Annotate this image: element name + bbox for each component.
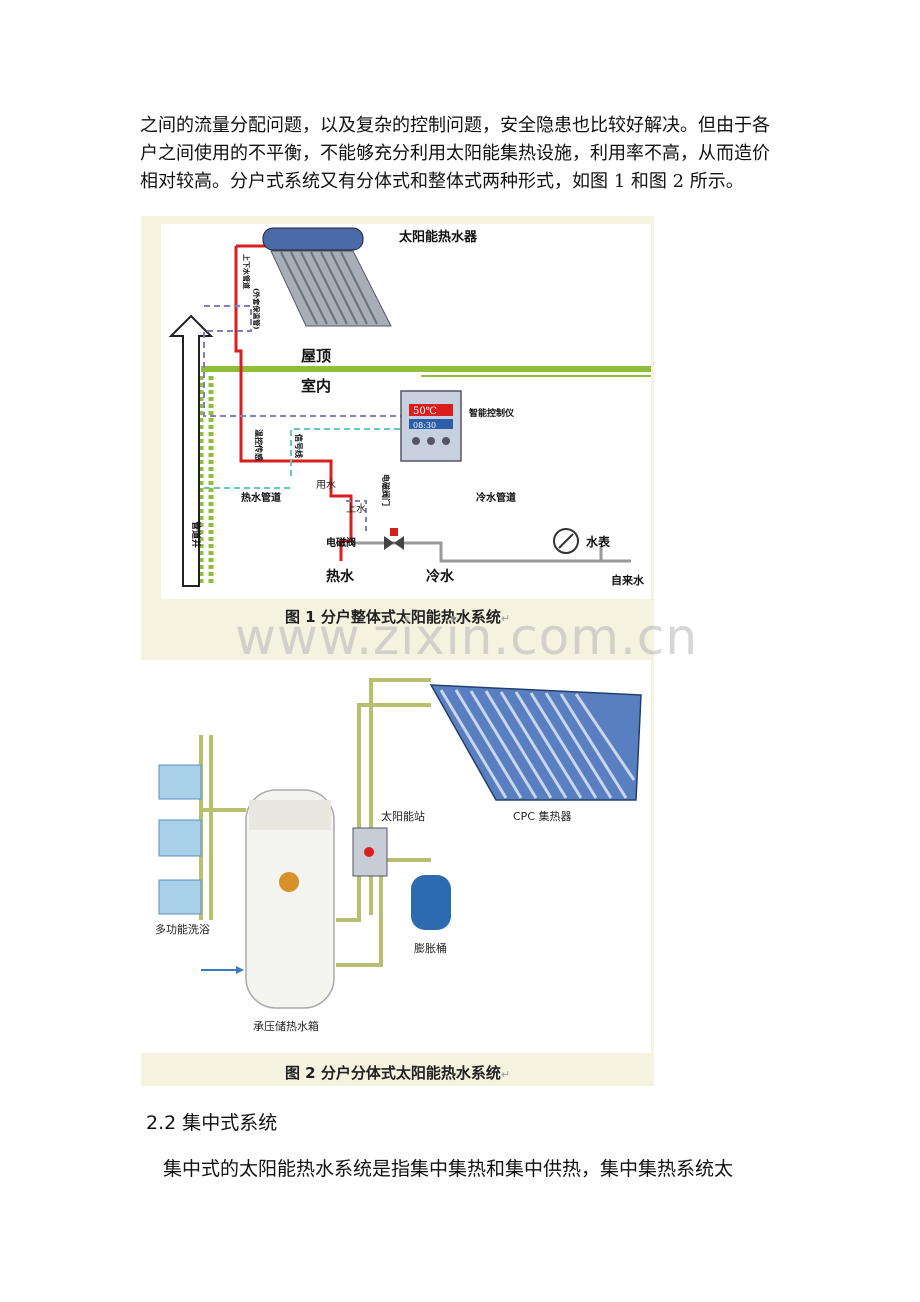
figure-2-caption-text: 图 2 分户分体式太阳能热水系统 [284,1064,501,1082]
label-cold-pipe: 冷水管道 [476,491,516,504]
label-indoor: 室内 [301,377,331,395]
figure-1-caption-mark: ↵ [500,612,511,625]
label-controller: 智能控制仪 [469,407,515,419]
figure-1-caption-text: 图 1 分户整体式太阳能热水系统 [284,608,501,626]
label-sensor: 温控传感 [254,429,264,461]
label-cold-water: 冷水 [426,568,455,585]
label-hot-water: 热水 [326,568,355,585]
section-heading: 2.2 集中式系统 [146,1112,278,1134]
label-water-meter: 水表 [586,534,611,549]
label-expansion-tank: 膨胀桶 [414,941,447,955]
label-heater: 太阳能热水器 [398,229,478,245]
intro-paragraph: 之间的流量分配问题，以及复杂的控制问题，安全隐患也比较好解决。但由于各 户之间使… [140,112,785,196]
intro-line-2: 户之间使用的不平衡，不能够充分利用太阳能集热设施，利用率不高，从而造价 [140,143,770,164]
figure-1-caption: 图 1 分户整体式太阳能热水系统↵ [141,606,654,627]
label-fill-water: 上水 [346,503,366,515]
figure-2-caption: 图 2 分户分体式太阳能热水系统↵ [141,1062,654,1083]
label-collector: CPC 集热器 [513,809,572,823]
label-multi-bath: 多功能洗浴 [155,922,210,936]
label-hot-pipe: 热水管道 [241,491,281,504]
label-pipe-note: (外套保温管) [252,288,261,330]
label-solar-station: 太阳能站 [381,809,425,823]
label-roof: 屋顶 [301,347,331,365]
figure-2-diagram: 太阳能站 CPC 集热器 多功能洗浴 膨胀桶 承压储热水箱 [141,660,651,1053]
label-use-water: 用水 [316,479,336,491]
controller-level-readout: 08:30 [413,421,436,430]
label-pipe-vertical: 上下水管道 [242,254,251,289]
label-storage-tank: 承压储热水箱 [253,1019,319,1033]
label-signal: 信号线 [294,434,304,458]
figure-1: 50℃ 08:30 太阳能热水器 屋顶 室内 电磁阀 热水管道 冷水管道 用水 … [141,216,654,660]
figure-1-diagram: 50℃ 08:30 太阳能热水器 屋顶 室内 电磁阀 热水管道 冷水管道 用水 … [161,224,651,599]
intro-line-1: 之间的流量分配问题，以及复杂的控制问题，安全隐患也比较好解决。但由于各 [140,115,770,136]
section-paragraph: 集中式的太阳能热水系统是指集中集热和集中供热，集中集热系统太 [163,1158,734,1180]
label-tap-water: 自来水 [611,573,645,587]
watermark: www.zixin.com.cn [235,608,699,666]
label-shaft: 管道井 [190,521,202,548]
intro-line-3: 相对较高。分户式系统又有分体式和整体式两种形式，如图 1 和图 2 所示。 [140,171,744,192]
figure-2-caption-mark: ↵ [500,1068,511,1081]
label-solenoid-valve: 电磁阀 [326,536,356,549]
figure-2: 太阳能站 CPC 集热器 多功能洗浴 膨胀桶 承压储热水箱 图 2 分户分体式太… [141,660,654,1086]
controller-temp-readout: 50℃ [413,406,437,417]
label-solenoid-valve-v: 电磁阀门 [381,474,391,506]
